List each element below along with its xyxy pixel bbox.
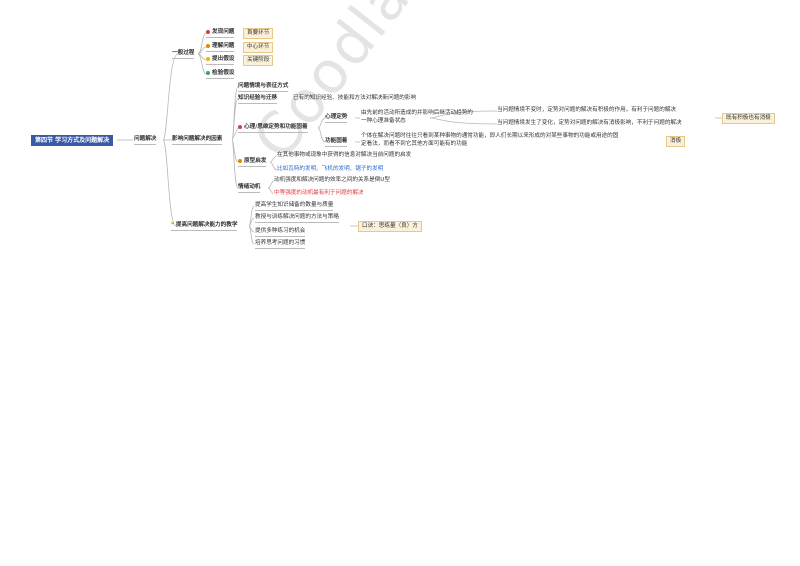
problem-solving-node[interactable]: 问题解决 [134,136,157,145]
teaching-item[interactable]: 教授与训练解决问题的方法与策略 [255,214,339,223]
orange-dot-icon [238,158,242,163]
set-summary-tag: 既有积极也有消极 [722,113,775,124]
teaching-item[interactable]: 提供多种练习的机会 [255,228,306,237]
star-icon: * [171,222,174,228]
step-understand[interactable]: 理解问题 [206,43,235,52]
set-changed-text: 当问题情境发生了变化，定势对问题的解决有消极影响，不利于问题的解决 [497,120,682,126]
motive-desc-2: 中等强度的动机最有利于问题的解决 [274,190,364,196]
set-changed-effect: 当问题情境发生了变化，定势对问题的解决有消极影响，不利于问题的解决 [497,120,682,127]
teaching-node[interactable]: * 提高问题解决能力的教学 [171,222,238,231]
fixedness-desc-1: 个体在解决问题时往往只看到某种事物的通常功能，即人们长期以来形成的对某些事物的功… [361,133,619,139]
functional-fixedness-node[interactable]: 功能固着 [325,138,348,147]
step-verify[interactable]: 检验假设 [206,70,235,79]
step-tag: 首要环节 [243,28,274,39]
prototype-node[interactable]: 原型启发 [238,158,267,167]
mindset-node[interactable]: 心理/思维定势和功能固着 [238,124,308,133]
step-tag: 关键阶段 [243,55,274,66]
step-hypothesis[interactable]: 提出假设 [206,56,235,65]
mental-set-desc-1: 由先前的活动所造成的并影响后继活动趋势的 [361,110,473,116]
fixedness-desc-2: 定看法，而看不到它其他方面可能有的功能 [361,141,468,147]
prototype-label: 原型启发 [244,158,267,164]
set-unchanged-text: 当问题情境不变时，定势对问题的解决有积极的作用，有利于问题的解决 [497,107,677,113]
teaching-item[interactable]: 提高学生知识储备的数量与质量 [255,202,334,211]
factors-node[interactable]: 影响问题解决的因素 [172,136,223,145]
representation-node[interactable]: 问题情境与表征方式 [238,83,289,92]
mindset-label: 心理/思维定势和功能固着 [244,124,308,130]
general-process-node[interactable]: 一般过程 [172,50,195,59]
step-label: 理解问题 [212,43,235,49]
step-tag: 中心环节 [243,42,274,53]
step-discover[interactable]: 发现问题 [206,29,235,38]
yellow-dot-icon [206,56,210,61]
prototype-examples: 比如瓦特的发明、飞机的发明、锯子的发明 [277,166,384,172]
teaching-item[interactable]: 培养思考问题的习惯 [255,240,306,249]
prototype-desc: 在其他事物或现象中获得的信息对解决当前问题的启发 [277,152,412,158]
orange-dot-icon [206,43,210,48]
green-dot-icon [206,70,210,75]
mnemonic-tag: 口诀：思练量（良）方 [358,221,422,232]
red-dot-icon [238,124,242,129]
transfer-desc: 已有的知识经验、技能和方法对解决新问题的影响 [293,95,417,101]
mental-set-node[interactable]: 心理定势 [325,114,348,123]
mental-set-desc-2: 一种心理准备状态 [361,118,406,124]
step-label: 检验假设 [212,70,235,76]
set-unchanged-effect: 当问题情境不变时，定势对问题的解决有积极的作用，有利于问题的解决 [497,107,676,114]
root-node[interactable]: 第四节 学习方式及问题解决 [31,135,114,146]
red-dot-icon [206,29,210,34]
teaching-label: 提高问题解决能力的教学 [175,222,238,228]
motive-desc-1: 动机强度和解决问题的效率之间的关系是倒U型 [274,177,390,183]
step-label: 提出假设 [212,56,235,62]
step-label: 发现问题 [212,29,235,35]
transfer-node[interactable]: 知识经验与迁移 [238,95,278,104]
emotion-motive-node[interactable]: 情绪动机 [238,184,261,193]
fixedness-tag: 消极 [666,136,686,147]
